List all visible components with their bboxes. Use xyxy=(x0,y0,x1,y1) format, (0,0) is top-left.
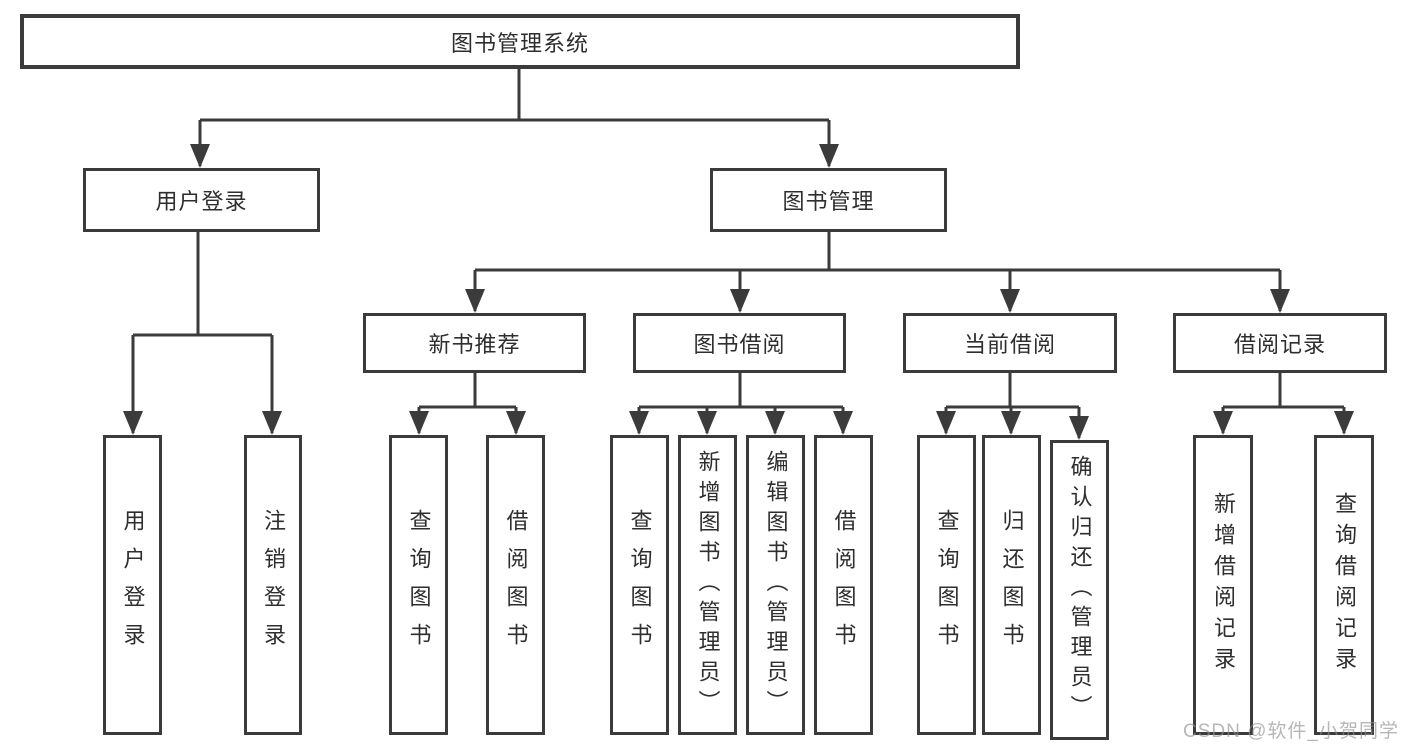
leaf-label: 编辑图书（管理员） xyxy=(763,450,789,720)
leaf-label: 用户登录 xyxy=(120,509,146,661)
leaf-label: 查询图书 xyxy=(627,509,653,661)
leaf-label: 确认归还（管理员） xyxy=(1067,455,1093,725)
node-library-management-system: 图书管理系统 xyxy=(20,14,1020,69)
leaf-label: 查询借阅记录 xyxy=(1332,492,1357,678)
node-new-book-recommendation: 新书推荐 xyxy=(363,313,586,373)
leaf-query-book-current: 查询图书 xyxy=(917,435,976,735)
leaf-user-login: 用户登录 xyxy=(103,435,162,735)
leaf-label: 归还图书 xyxy=(999,509,1025,661)
leaf-add-borrow-record: 新增借阅记录 xyxy=(1193,435,1253,735)
leaf-label: 新增借阅记录 xyxy=(1211,492,1236,678)
node-current-borrowing: 当前借阅 xyxy=(903,313,1117,373)
node-user-login: 用户登录 xyxy=(83,168,320,232)
watermark: CSDN @软件_小贺同学 xyxy=(1183,721,1399,742)
leaf-query-borrow-record: 查询借阅记录 xyxy=(1314,435,1374,735)
leaf-edit-book-admin: 编辑图书（管理员） xyxy=(746,435,805,735)
leaf-logout: 注销登录 xyxy=(244,435,302,735)
leaf-label: 借阅图书 xyxy=(503,509,529,661)
node-book-management: 图书管理 xyxy=(710,168,947,232)
leaf-label: 新增图书（管理员） xyxy=(695,450,721,720)
leaf-query-book-borrow: 查询图书 xyxy=(610,435,669,735)
node-borrowing-records: 借阅记录 xyxy=(1173,313,1387,373)
leaf-label: 注销登录 xyxy=(261,509,286,661)
leaf-confirm-return-admin: 确认归还（管理员） xyxy=(1050,440,1109,740)
leaf-label: 借阅图书 xyxy=(831,509,857,661)
leaf-return-book: 归还图书 xyxy=(982,435,1041,735)
leaf-label: 查询图书 xyxy=(406,509,432,661)
leaf-add-book-admin: 新增图书（管理员） xyxy=(678,435,737,735)
leaf-query-book-recommend: 查询图书 xyxy=(389,435,448,735)
leaf-borrow-book: 借阅图书 xyxy=(814,435,873,735)
node-book-borrowing: 图书借阅 xyxy=(633,313,846,373)
leaf-borrow-book-recommend: 借阅图书 xyxy=(486,435,545,735)
leaf-label: 查询图书 xyxy=(934,509,960,661)
